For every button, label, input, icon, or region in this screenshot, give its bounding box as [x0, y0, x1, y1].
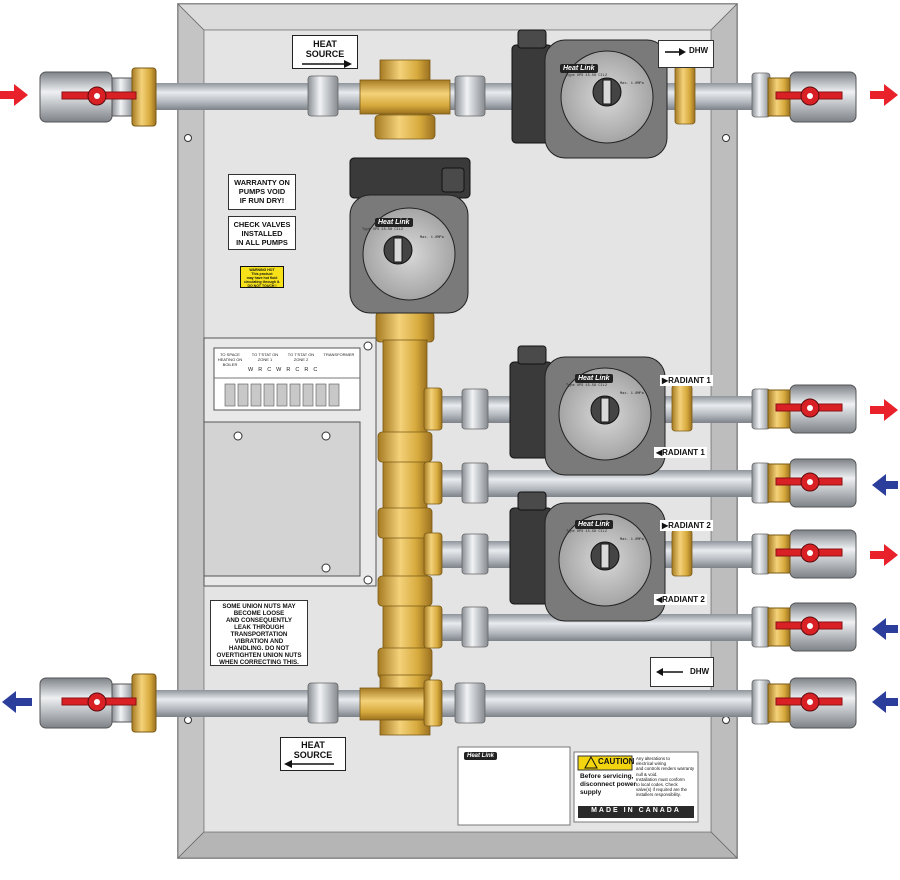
arrow-right-icon — [0, 84, 28, 106]
valve-top-right[interactable] — [767, 71, 857, 123]
terminal-header-transformer: TRANSFORMER — [323, 352, 355, 357]
screw-icon — [184, 716, 192, 724]
frame-bevel-top — [177, 3, 738, 31]
pump-brand-badge: Heat Link — [575, 374, 613, 383]
terminal-header-boiler: TO SPACE HEATING ON BOILER — [217, 352, 243, 367]
pump-spec-text: Type UPS 15-58 CIL2 — [362, 228, 403, 232]
arrow-left-icon — [872, 618, 898, 640]
brass-manifold — [359, 59, 696, 736]
arrow-right-icon — [870, 544, 898, 566]
radiant2-return-label: ◀RADIANT 2 — [654, 594, 707, 605]
pump-boiler — [349, 157, 471, 314]
warning-triangle-icon — [584, 755, 598, 769]
radiant2-supply-label: ▶RADIANT 2 — [660, 520, 713, 531]
terminal-header-zone1: TO T'STAT ON ZONE 1 — [251, 352, 279, 362]
pump-brand-badge: Heat Link — [560, 64, 598, 73]
warranty-note: WARRANTY ON PUMPS VOID IF RUN DRY! — [228, 174, 296, 210]
union-nuts-note: SOME UNION NUTS MAY BECOME LOOSE AND CON… — [210, 600, 308, 666]
mounting-screws — [184, 134, 730, 724]
arrow-right-icon — [870, 399, 898, 421]
dhw-top-tag — [658, 40, 714, 68]
valve-bottom-left[interactable] — [39, 673, 157, 733]
check-valves-note: CHECK VALVES INSTALLED IN ALL PUMPS — [228, 216, 296, 250]
heat-source-top-label: HEAT SOURCE — [305, 39, 345, 59]
heat-source-bottom-label: HEAT SOURCE — [293, 740, 333, 760]
pump-radiant-2 — [509, 491, 666, 622]
made-in-canada: MADE IN CANADA — [591, 807, 681, 814]
dhw-top-label: DHW — [689, 46, 709, 55]
ball-valves[interactable] — [39, 67, 857, 733]
nameplate-brand: Heat Link — [464, 752, 498, 760]
valve-radiant2-supply[interactable] — [767, 529, 857, 579]
pump-spec-text: Max. 1.0MPa — [420, 236, 444, 240]
pipe-top-left — [150, 83, 378, 110]
pump-dhw — [511, 29, 668, 159]
pump-spec-text: Type UPS 15-58 CIL2 — [566, 384, 607, 388]
arrow-left-icon — [872, 474, 898, 496]
arrow-left-icon — [2, 691, 32, 713]
terminal-header-zone2: TO T'STAT ON ZONE 2 — [287, 352, 315, 362]
caution-title: CAUTION — [598, 757, 635, 766]
nameplate-plate — [457, 746, 571, 826]
pipe-bottom-right — [430, 690, 790, 717]
arrow-right-icon — [302, 60, 352, 68]
pump-dials — [383, 77, 622, 571]
pipes — [150, 83, 790, 717]
terminal-letters: WRCWRCRC — [248, 367, 323, 373]
pump-spec-text: Max. 1.0MPa — [620, 392, 644, 396]
terminal-box — [203, 337, 377, 587]
caution-message: Before servicing, disconnect power suppl… — [580, 773, 637, 796]
pump-brand-badge: Heat Link — [575, 520, 613, 529]
frame-bevel-left — [177, 3, 205, 859]
arrow-right-icon — [665, 48, 686, 56]
screw-icon — [722, 716, 730, 724]
flow-arrows — [0, 84, 898, 713]
valve-radiant2-return[interactable] — [767, 602, 857, 652]
radiant1-return-label: ◀RADIANT 1 — [654, 447, 707, 458]
valve-radiant1-return[interactable] — [767, 458, 857, 508]
arrow-left-icon — [872, 691, 898, 713]
arrow-left-icon — [656, 668, 683, 676]
arrow-left-icon: ◀ — [656, 448, 663, 457]
pipe-bottom-left — [150, 690, 378, 717]
dhw-bottom-label: DHW — [690, 667, 710, 676]
arrow-right-icon: ▶ — [662, 376, 669, 385]
frame-bevel-bottom — [177, 831, 738, 859]
valve-top-left[interactable] — [39, 67, 157, 127]
screw-icon — [184, 134, 192, 142]
arrow-right-icon: ▶ — [662, 521, 669, 530]
pump-spec-text: Max. 1.0MPa — [620, 82, 644, 86]
heat-source-bottom-tag — [280, 737, 346, 771]
pump-spec-text: Max. 1.0MPa — [620, 538, 644, 542]
caution-side-text: Any alterations to electrical wiring and… — [636, 756, 695, 798]
pump-brand-badge: Heat Link — [375, 218, 413, 227]
made-in-bar — [578, 806, 694, 818]
pump-spec-text: Type UPS 15-58 CIL2 — [566, 530, 607, 534]
warning-hot-sticker: WARNING HOT This product may have hot fl… — [240, 266, 284, 288]
pump-radiant-1 — [509, 345, 666, 476]
radiant1-supply-label: ▶RADIANT 1 — [660, 375, 713, 386]
pump-spec-text: Type UPS 15-58 CIL2 — [566, 74, 607, 78]
screw-icon — [722, 134, 730, 142]
valve-bottom-right[interactable] — [767, 677, 857, 729]
frame-bevel-right — [710, 3, 738, 859]
silver-couplings — [307, 72, 771, 725]
arrow-left-icon — [284, 760, 334, 768]
valve-radiant1-supply[interactable] — [767, 384, 857, 434]
arrow-right-icon — [870, 84, 898, 106]
arrow-left-icon: ◀ — [656, 595, 663, 604]
